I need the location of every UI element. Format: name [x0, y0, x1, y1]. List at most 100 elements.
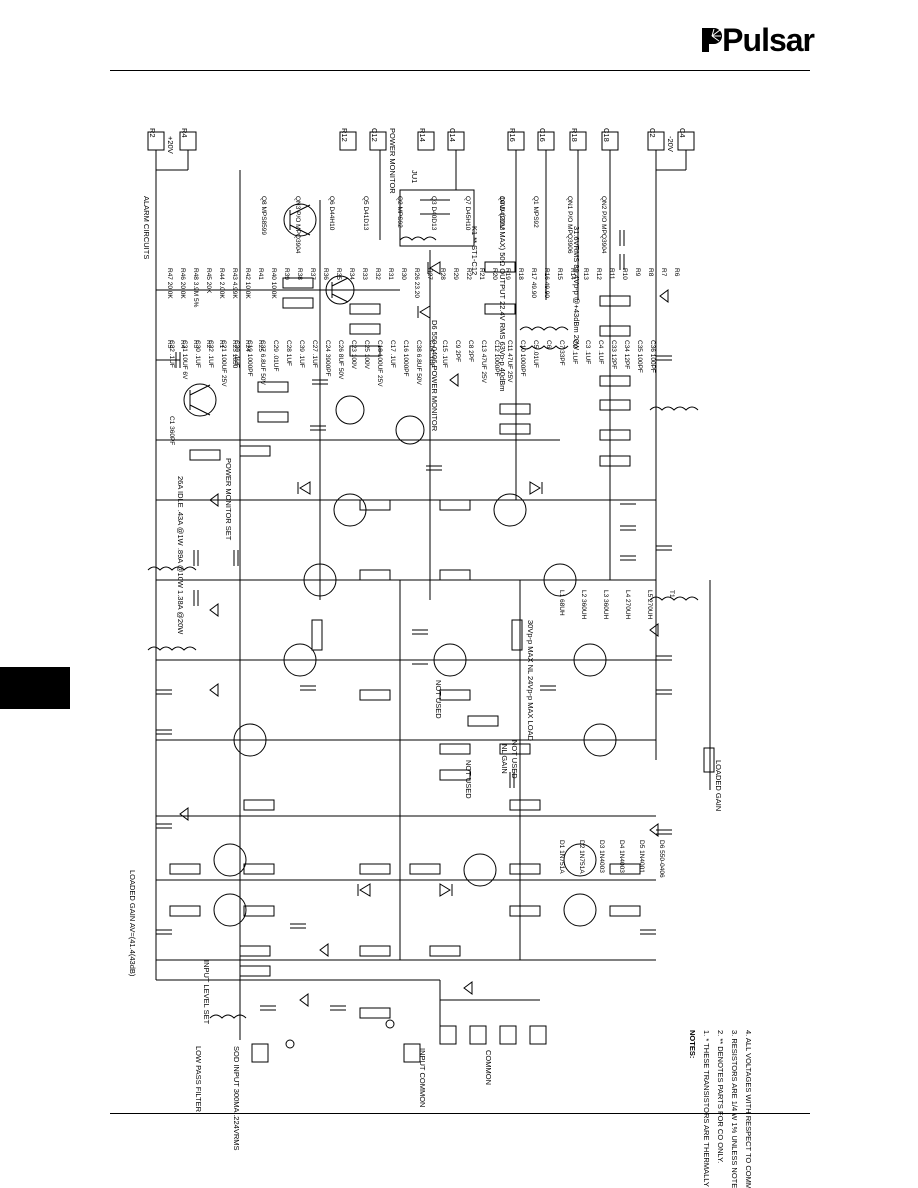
capacitor-label: C10 1000PF [519, 340, 526, 377]
resistor-label: R32 [374, 268, 381, 280]
output-spec-label: 10W (20V MAX) 50Ω OUTPUT 22.4V RMS 63Vp-… [498, 196, 507, 392]
supply-minus20: -20V [666, 136, 675, 152]
resistor-label: R15 [556, 268, 563, 280]
capacitor-label: C17 .1UF [389, 340, 396, 368]
resistor-label: R43 4.99K [231, 268, 238, 299]
capacitor-label: C20 .1UF [233, 340, 240, 368]
power-monitor-label: POWER MONITOR [388, 128, 397, 194]
pin-c2: C2 [648, 128, 657, 138]
resistor-label: R19 [504, 268, 511, 280]
pin-c12: C12 [370, 128, 379, 142]
inductor-label: L2 360UH [580, 590, 587, 620]
resistor-label: R47 20.0K [166, 268, 173, 299]
brand-name: Pulsar [722, 21, 815, 58]
capacitor-label: C27 .1UF [311, 340, 318, 368]
pin-r2: R2 [148, 128, 157, 138]
diode-label: D2 1N751A [578, 840, 585, 874]
capacitor-label: C31 10UF 6V [181, 340, 188, 380]
resistor-label: R36 [322, 268, 329, 280]
note-4: 4. ALL VOLTAGES WITH RESPECT TO COMMON (… [744, 1030, 753, 1188]
resistor-label: R12 [595, 268, 602, 280]
capacitor-label: C2 .1UF [571, 340, 578, 364]
resistor-label: R11 [608, 268, 615, 280]
pin-r16: R16 [508, 128, 517, 142]
supply-plus20: +20V [166, 136, 175, 154]
inductor-label: T1 [668, 590, 675, 598]
resistor-label: R39 [283, 268, 290, 280]
resistor-label: R1 [218, 340, 225, 349]
capacitor-label: C33 12PF [610, 340, 617, 369]
relay-label: K1 ** ST1-C12 [470, 226, 479, 275]
resistor-label: R16 49.90 [543, 268, 550, 298]
capacitor-label: C36 100PF [649, 340, 656, 373]
resistor-label: R42 10.0K [244, 268, 251, 299]
resistor-label: R9 [634, 268, 641, 277]
jumper-ju1: JU1 [410, 170, 419, 183]
capacitor-label: C3 .1UF [584, 340, 591, 364]
power-monitor-led-label: D6 550-0406 POWER MONITOR [430, 320, 439, 432]
capacitor-label: C21 100UF 25V [220, 340, 227, 387]
resistor-label: R45 20K [205, 268, 212, 294]
resistor-label: R18 [517, 268, 524, 280]
pin-r4: R4 [180, 128, 189, 138]
not-used-label-3: NOT USED [510, 740, 519, 779]
capacitor-label: C9 2PF [454, 340, 461, 362]
input-level-label: SOD INPUT 300MA .224VRMS [232, 1046, 241, 1150]
notes-title: NOTES: [688, 1030, 697, 1058]
resistor-label: R40 10.0K [270, 268, 277, 299]
resistor-label: R17 49.90 [530, 268, 537, 298]
nl-gain-label: NL GAIN [500, 744, 509, 774]
low-pass-filter-label: LOW PASS FILTER [194, 1046, 203, 1113]
resistor-label: R3 [192, 340, 199, 349]
output-spec2-label: 31.6VRMS 89.4Vp-p @+43dBm 20W [572, 226, 581, 351]
loaded-gain-in-label: LOADED GAIN AV=(41.4(43dB) [128, 870, 137, 977]
capacitor-label: C11 47UF 25V [506, 340, 513, 383]
capacitor-label: C15 .1UF [441, 340, 448, 368]
common-label: COMMON [484, 1050, 493, 1085]
max-nl-label: 30Vp-p MAX NL 24Vp-p MAX LOAD [526, 620, 535, 742]
inductor-label: L5 270UH [646, 590, 653, 620]
transistor-label: Q4 D41D13 [498, 196, 505, 231]
capacitor-label: C8 2PF [467, 340, 474, 362]
capacitor-label: C35 100PF [636, 340, 643, 373]
resistor-label: R48 3.9M 5% [192, 268, 199, 308]
resistor-label: R2 [205, 340, 212, 349]
pin-c14: C14 [448, 128, 457, 142]
diode-label: D3 1N4003 [598, 840, 605, 873]
resistor-label: R14 [569, 268, 576, 280]
capacitor-label: C1 360PF [168, 416, 175, 445]
pin-c18: C18 [602, 128, 611, 142]
capacitor-label: C25 100V [363, 340, 370, 370]
capacitor-label: C14 .1UF [428, 340, 435, 368]
diode-label: D6 550-0406 [658, 840, 665, 878]
capacitor-label: C6 [545, 340, 552, 349]
pulsar-star-icon [702, 28, 723, 52]
transistor-label: Q2 MPS92 [396, 196, 403, 228]
pin-c16: C16 [538, 128, 547, 142]
input-level-set-label: INPUT LEVEL SET [202, 960, 211, 1025]
resistor-label: R46 20.0K [179, 268, 186, 299]
transistor-label: QN2 P/O MPQ3904 [600, 196, 607, 254]
resistor-label: R28 [439, 268, 446, 280]
capacitor-label: C29 .01UF [272, 340, 279, 371]
resistor-label: R22 [465, 268, 472, 280]
diode-label: D1 1N751A [558, 840, 565, 874]
capacitor-label: C19 1000PF [246, 340, 253, 377]
capacitor-label: C22 .1UF [207, 340, 214, 368]
diode-label: D5 1N4001 [638, 840, 645, 873]
resistor-label: R41 [257, 268, 264, 280]
resistor-label: R8 [647, 268, 654, 277]
note-2: 2. ** DENOTES PARTS FOR CO ONLY. [716, 1030, 725, 1163]
transistor-label: QN1 P/O MPQ3906 [566, 196, 573, 254]
resistor-label: R37 [309, 268, 316, 280]
resistor-label: R23 1850 [231, 340, 238, 369]
transistor-label: Q5 D41D13 [362, 196, 369, 231]
capacitor-label: C34 12PF [623, 340, 630, 369]
pin-r14: R14 [418, 128, 427, 142]
capacitor-label: C30 .1UF [194, 340, 201, 368]
note-1: 1. * THESE TRANSISTORS ARE THERMALLY CON… [702, 1030, 711, 1188]
resistor-label: R26 23.20 [413, 268, 420, 298]
resistor-label: R44 2.00K [218, 268, 225, 299]
loaded-gain-out-label: LOADED GAIN [714, 760, 723, 811]
